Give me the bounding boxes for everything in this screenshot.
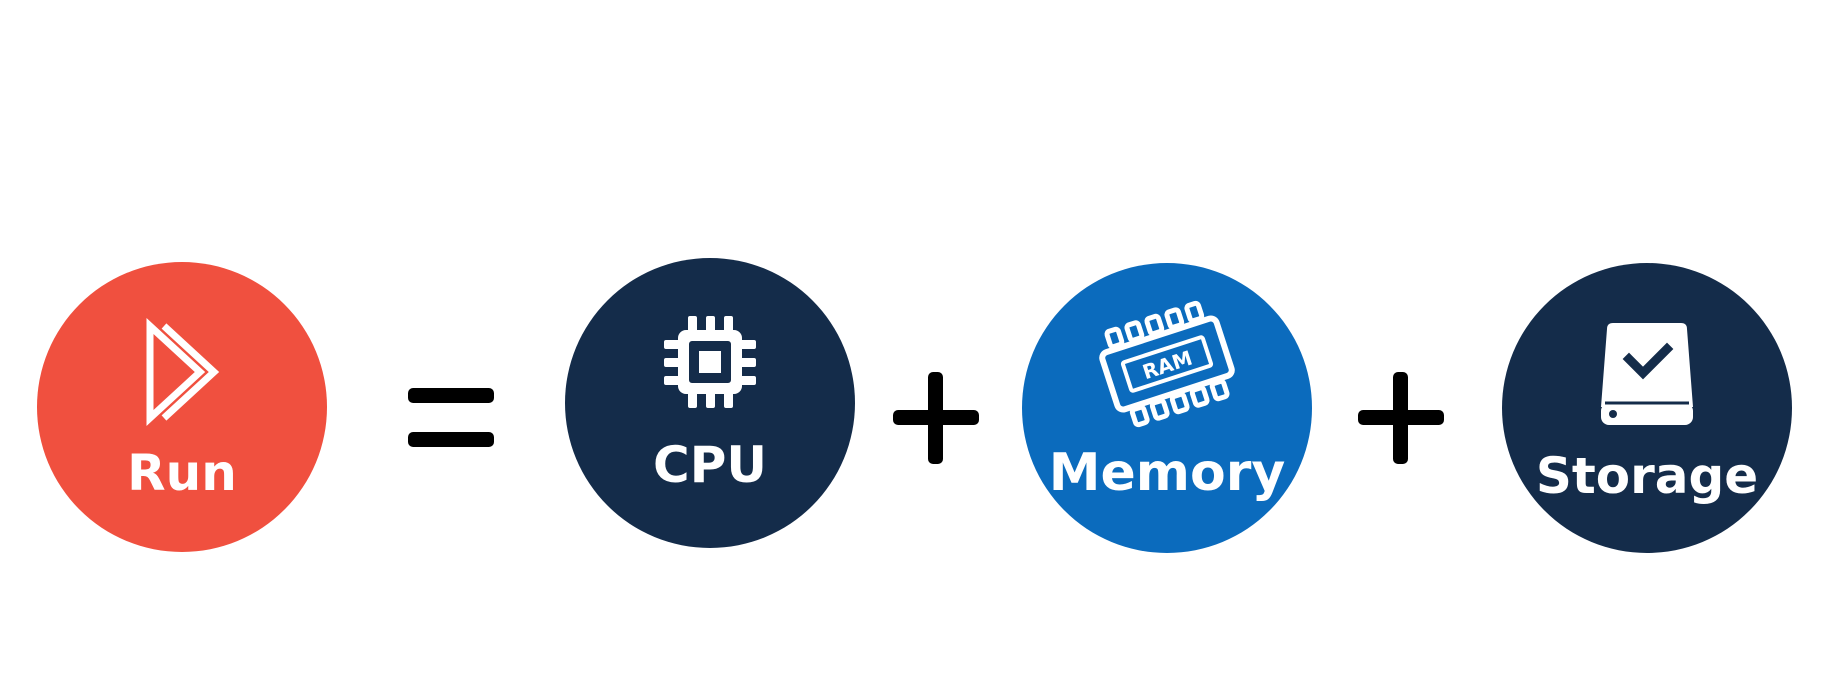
run-circle: Run bbox=[37, 262, 327, 552]
storage-circle: Storage bbox=[1502, 263, 1792, 553]
ram-module-icon: RAM bbox=[1097, 289, 1237, 443]
plus-sign bbox=[893, 372, 979, 468]
drive-check-icon bbox=[1597, 319, 1697, 429]
plus-sign-2 bbox=[1358, 372, 1444, 468]
cpu-circle: CPU bbox=[565, 258, 855, 548]
run-label: Run bbox=[127, 444, 237, 502]
memory-circle: RAM Memory bbox=[1022, 263, 1312, 553]
play-icon bbox=[142, 318, 222, 432]
equals-sign bbox=[408, 388, 494, 452]
storage-label: Storage bbox=[1535, 447, 1759, 505]
cpu-label: CPU bbox=[653, 436, 767, 494]
cpu-chip-icon bbox=[658, 310, 762, 418]
memory-label: Memory bbox=[1048, 443, 1286, 503]
